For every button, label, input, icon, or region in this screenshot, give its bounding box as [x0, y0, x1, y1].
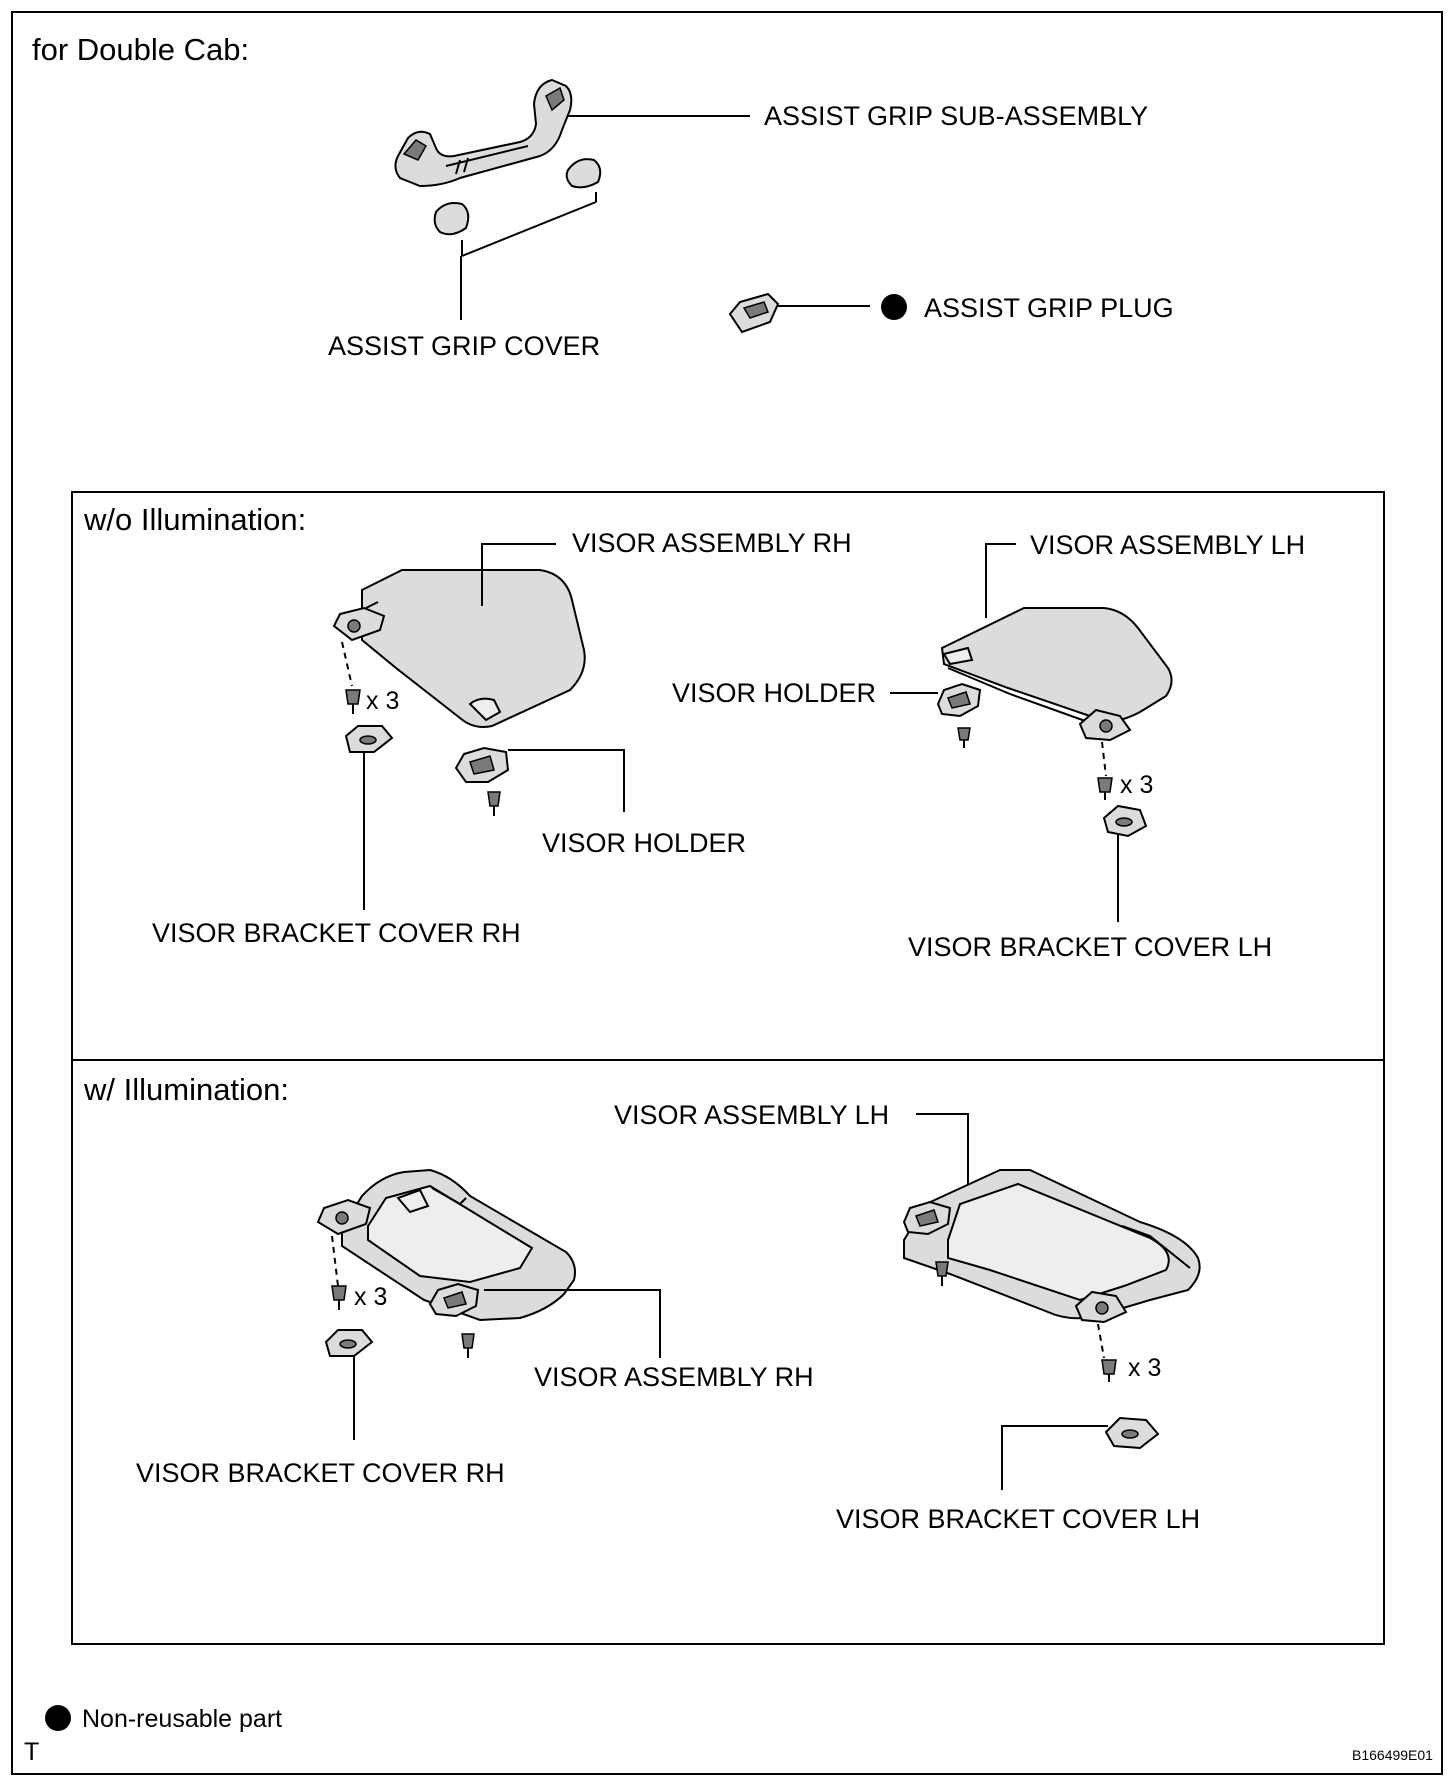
assist-grip-cover-bracket-line — [461, 192, 597, 257]
visor-bracket-cover-lh-illuminated-label: VISOR BRACKET COVER LH — [836, 1504, 1200, 1534]
screw-icon-lh-illuminated — [1101, 1359, 1117, 1382]
visor-assembly-lh-illuminated-leader — [916, 1113, 969, 1184]
visor-holder-leader-left — [508, 749, 625, 812]
corner-mark: T — [24, 1738, 39, 1766]
qty-label-rh-illuminated: x 3 — [354, 1283, 387, 1311]
screw-path-rh — [341, 641, 353, 687]
visor-bracket-rh-illuminated-part — [316, 1198, 372, 1236]
screw-path-lh — [1101, 741, 1107, 777]
non-reusable-legend-marker — [45, 1705, 71, 1731]
assist-grip-cover-label: ASSIST GRIP COVER — [328, 331, 600, 361]
visor-bracket-cover-lh-part — [1102, 804, 1148, 838]
screw-icon-holder-lh-illuminated — [935, 1261, 949, 1286]
visor-bracket-cover-rh-illuminated-label: VISOR BRACKET COVER RH — [136, 1458, 505, 1488]
screw-icon-rh — [345, 689, 361, 714]
outer-frame — [11, 11, 1443, 1775]
qty-label-lh-illuminated: x 3 — [1128, 1354, 1161, 1382]
assist-grip-plug-label: ASSIST GRIP PLUG — [924, 293, 1174, 323]
illumination-panels-frame — [71, 491, 1385, 1645]
visor-bracket-cover-lh-label: VISOR BRACKET COVER LH — [908, 932, 1272, 962]
visor-holder-label-right: VISOR HOLDER — [672, 678, 876, 708]
qty-label-lh: x 3 — [1120, 771, 1153, 799]
assist-grip-sub-assembly-part — [394, 78, 573, 188]
screw-icon-holder-rh-illuminated — [461, 1333, 475, 1358]
screw-icon-holder-right — [957, 727, 971, 748]
visor-bracket-rh-part — [332, 606, 386, 642]
non-reusable-legend-label: Non-reusable part — [82, 1705, 282, 1733]
assist-grip-plug-part — [728, 292, 780, 334]
assist-grip-cover-part-right — [565, 158, 602, 189]
visor-assembly-lh-label: VISOR ASSEMBLY LH — [1030, 530, 1305, 560]
screw-path-rh-illuminated — [331, 1235, 339, 1287]
visor-bracket-cover-lh-illuminated-leader — [1001, 1425, 1108, 1490]
visor-assembly-lh-illuminated-label: VISOR ASSEMBLY LH — [614, 1100, 889, 1130]
visor-holder-illuminated-rh-part — [428, 1282, 480, 1318]
visor-bracket-cover-rh-label: VISOR BRACKET COVER RH — [152, 918, 521, 948]
visor-bracket-cover-rh-illuminated-part — [324, 1329, 374, 1357]
visor-bracket-lh-part — [1078, 708, 1132, 742]
visor-bracket-cover-rh-part — [344, 725, 394, 753]
visor-holder-part-left — [454, 746, 510, 783]
screw-icon-lh — [1097, 777, 1113, 800]
non-reusable-marker-plug — [881, 294, 907, 320]
visor-assembly-rh-illuminated-leader — [484, 1289, 661, 1358]
visor-assembly-lh-illuminated-part — [903, 1169, 1201, 1320]
visor-assembly-rh-label: VISOR ASSEMBLY RH — [572, 528, 852, 558]
visor-assembly-rh-part — [361, 569, 586, 728]
screw-path-lh-illuminated — [1097, 1323, 1105, 1359]
assist-grip-cover-part-left — [433, 202, 470, 236]
section-heading-with-illumination: w/ Illumination: — [83, 1072, 289, 1107]
screw-icon-holder-left — [487, 791, 501, 816]
figure-code: B166499E01 — [1352, 1747, 1433, 1763]
visor-holder-part-right — [936, 682, 982, 718]
screw-icon-rh-illuminated — [331, 1285, 347, 1310]
visor-assembly-rh-illuminated-label: VISOR ASSEMBLY RH — [534, 1362, 814, 1392]
visor-bracket-lh-illuminated-part — [1074, 1290, 1128, 1324]
qty-label-rh: x 3 — [366, 687, 399, 715]
visor-assembly-rh-illuminated-part — [341, 1168, 576, 1322]
visor-assembly-rh-leader — [481, 543, 556, 606]
section-heading-without-illumination: w/o Illumination: — [83, 502, 306, 537]
assist-grip-sub-assembly-label: ASSIST GRIP SUB-ASSEMBLY — [764, 101, 1148, 131]
visor-holder-illuminated-lh-part — [902, 1200, 952, 1236]
visor-assembly-lh-leader — [985, 543, 1016, 618]
visor-holder-label-left: VISOR HOLDER — [542, 828, 746, 858]
section-heading-double-cab: for Double Cab: — [32, 32, 249, 67]
visor-bracket-cover-lh-illuminated-part — [1104, 1416, 1160, 1450]
